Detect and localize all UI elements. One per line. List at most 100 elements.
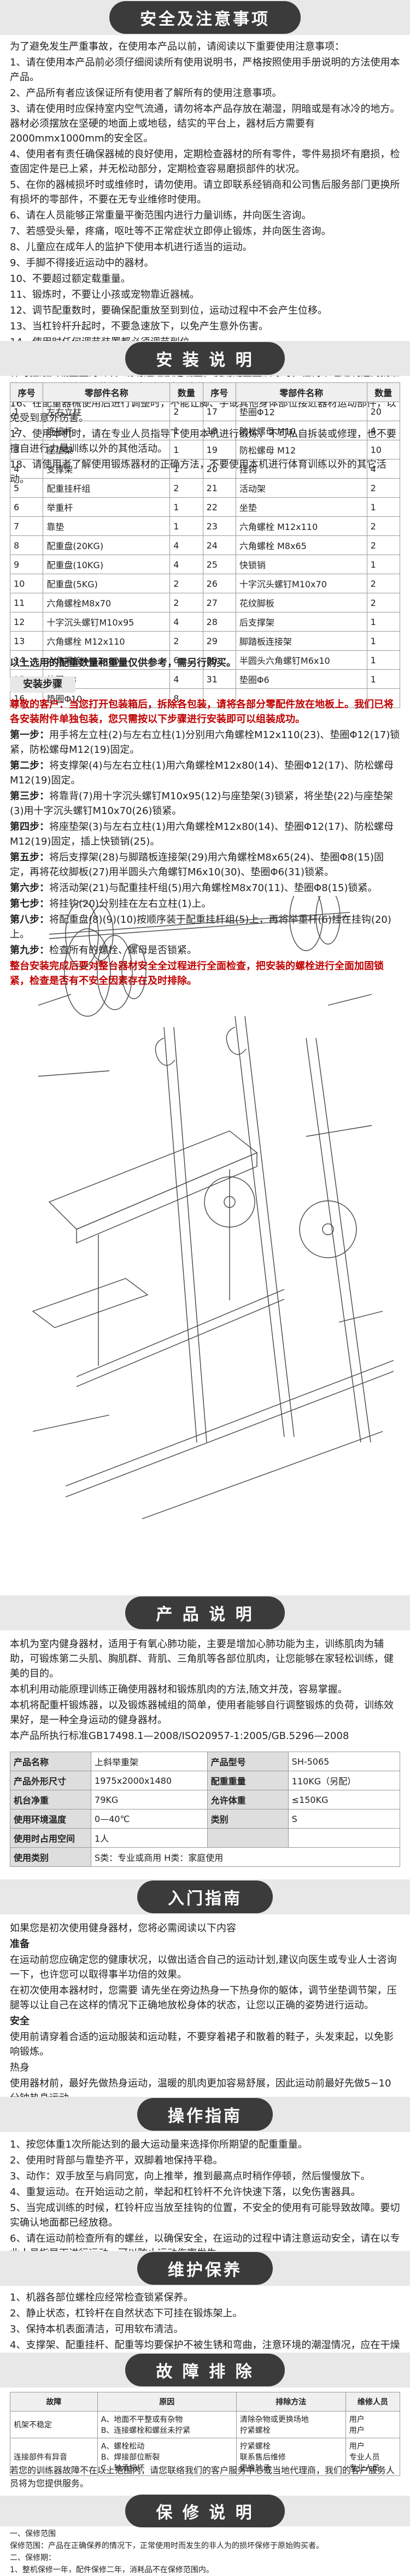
parts-cell: 后支撑架 [235, 612, 367, 632]
parts-cell: 2 [366, 478, 401, 498]
trouble-who-line: 专业人员 [349, 2453, 380, 2462]
parts-cell: 1 [366, 612, 401, 632]
section-header-product: 产 品 说 明 [0, 1595, 410, 1630]
spec-cell: 类别 [207, 1809, 289, 1829]
parts-cell: 六角螺栓 M12x110 [43, 631, 171, 651]
spec-cell: 产品名称 [9, 1752, 92, 1771]
parts-cell: 1 [366, 497, 401, 517]
parts-cell: 坐垫 [235, 497, 367, 517]
parts-cell: 21 [202, 478, 236, 498]
parts-cell: 3 [9, 440, 44, 459]
product-paragraph: 本机为室内健身器材，适用于有氧心肺功能，主要是增加心肺功能为主，训练肌肉为辅助，… [10, 1638, 394, 1679]
safety-item: 7、若感受头晕，疼痛，呕吐等不正常症状立即停止锻炼，并向医生咨询。 [10, 226, 331, 237]
trouble-fixes-line: 更换轴承 [239, 2464, 271, 2473]
parts-header-cell: 序号 [9, 382, 44, 402]
step-label: 第八步： [10, 914, 49, 926]
prepare-heading: 准备 [10, 1938, 30, 1950]
trouble-causes-line: C、轴承损坏 [101, 2464, 145, 2473]
install-title: 安 装 说 明 [125, 342, 285, 375]
parts-cell: 1 [169, 497, 203, 517]
step-label: 第七步： [10, 898, 49, 910]
parts-cell: 18 [202, 421, 236, 440]
trouble-fixes-line: 拧紧螺栓 [239, 2426, 271, 2435]
install-step: 第三步：将靠背(7)用十字沉头螺钉M10x95(12)与座垫架(3)锁紧，将坐垫… [10, 789, 400, 818]
section-header-operation: 操作指南 [0, 2097, 410, 2132]
install-final-note: 整台安装完成后要对整台器材安全全过程进行全面检查，把安装的螺栓进行全面加固锁紧，… [10, 960, 384, 987]
product-paragraph: 本产品所执行标准GB17498.1—2008/ISO20957-1:2005/G… [10, 1730, 349, 1742]
section-header-trouble: 故 障 排 除 [0, 2353, 410, 2388]
parts-cell: 4 [169, 669, 203, 689]
warmup-item: 热身 [10, 2062, 30, 2073]
exploded-diagram [0, 885, 410, 1584]
spec-cell [207, 1828, 289, 1848]
install-step: 第九步：检查所有的螺栓、螺母是否锁紧。 [10, 943, 400, 958]
operation-body: 1、按您体重1次所能达到的最大运动量来选择你所期望的配重重量。2、使用时背部与靠… [10, 2137, 400, 2278]
install-warning: 尊敬的客户：当您打开包装箱后，拆除各包装，请将各部分零配件放在地板上。我们已将各… [10, 699, 394, 725]
trouble-header-cell: 维修人员 [345, 2392, 401, 2412]
trouble-note: 若您的训练器故障不在以上范围内，请您联络我们的客户服务中心或当地代理商，我们的客… [10, 2465, 395, 2489]
operation-item: 3、动作：双手放至与肩同宽，向上推举，推到最高点时稍作停顿，然后慢慢放下。 [10, 2171, 371, 2182]
operation-item: 4、重复运动。在开始运动之前，举起和杠铃杆不允许快速下落，以免伤害器具。 [10, 2186, 361, 2198]
parts-cell: 2 [366, 516, 401, 536]
operation-item: 1、按您体重1次所能达到的最大运动量来选择你所期望的配重重量。 [10, 2139, 308, 2150]
trouble-fixes: 拧紧螺栓联系售后维修更换轴承 [236, 2438, 346, 2476]
parts-table-head: 序号零部件名称数量序号零部件名称数量 [9, 382, 401, 402]
trouble-causes-line: B、连接螺栓和螺丝未拧紧 [101, 2426, 191, 2435]
parts-cell: 4 [366, 459, 401, 479]
safety-intro: 为了避免发生严重事故，在使用本产品以前，请阅读以下重要使用注意事项： [10, 41, 344, 52]
parts-cell: 2 [366, 593, 401, 612]
trouble-who: 用户专业人员专业人员 [345, 2438, 401, 2476]
parts-cell: 4 [169, 555, 203, 574]
step-label: 第五步： [10, 852, 49, 863]
spec-cell: 使用环境温度 [9, 1809, 92, 1829]
parts-cell: 29 [202, 631, 236, 651]
section-header-maintenance: 维护保养 [0, 2251, 410, 2286]
parts-cell: 4 [366, 421, 401, 440]
spec-cell: 使用时占用空间 [9, 1828, 92, 1848]
safety-item: 3、请在使用时应保持室内空气流通，请勿将本产品存放在潮湿，阴暗或是有冰冷的地方。… [10, 103, 400, 144]
parts-cell: 十字沉头螺钉M10x70 [235, 574, 367, 593]
warranty-title: 保 修 说 明 [125, 2495, 285, 2527]
trouble-header-cell: 原因 [97, 2392, 237, 2412]
trouble-who-line: 用户 [349, 2415, 365, 2424]
parts-cell: 2 [169, 478, 203, 498]
parts-cell: 30 [202, 650, 236, 670]
step-text: 将支撑架(4)与左右立柱(1)用六角螺栓M12x80(14)、垫圈Φ12(17)… [10, 760, 394, 786]
section-header-install: 安 装 说 明 [0, 341, 410, 376]
parts-cell: 垫圈Φ6 [235, 669, 367, 689]
parts-cell: 20 [202, 459, 236, 479]
parts-header-cell: 数量 [366, 382, 401, 402]
safety-item: 9、手脚不得接近运动中的器材。 [10, 257, 154, 269]
install-step: 第一步：用手将左立柱(2)与左右立柱(1)分别用六角螺栓M12x110(23)、… [10, 728, 400, 757]
parts-cell: 13 [9, 631, 44, 651]
safety-item: 2、产品所有者应该保证所有使用者了解所有的使用注意事项。 [10, 87, 282, 99]
trouble-fault: 机架不稳定 [10, 2411, 98, 2438]
product-paragraph: 本机将配重杆锻炼器，以及锻炼器械组的简单，使用者能够自行调整锻炼的负荷，训练效果… [10, 1700, 394, 1726]
trouble-who-line: 用户 [349, 2426, 365, 2435]
parts-note: 以上选用的配重数量和重量仅供参考，需另行购买。 [10, 657, 236, 669]
step-label: 第四步： [10, 821, 49, 833]
parts-cell: 22 [202, 497, 236, 517]
parts-cell: 支撑架 [43, 459, 171, 479]
spec-cell: 允许体重 [207, 1790, 289, 1809]
parts-cell: 9 [9, 555, 44, 574]
parts-cell: 2 [9, 421, 44, 440]
parts-cell: 14 [9, 650, 44, 670]
parts-cell: 26 [202, 574, 236, 593]
trouble-fixes-line: 拧紧螺栓 [239, 2442, 271, 2451]
parts-cell: 4 [169, 535, 203, 555]
trouble-causes-line: A、螺栓松动 [101, 2442, 145, 2451]
exploded-diagram-svg [32, 885, 394, 1519]
parts-cell: 座垫架 [43, 440, 171, 459]
